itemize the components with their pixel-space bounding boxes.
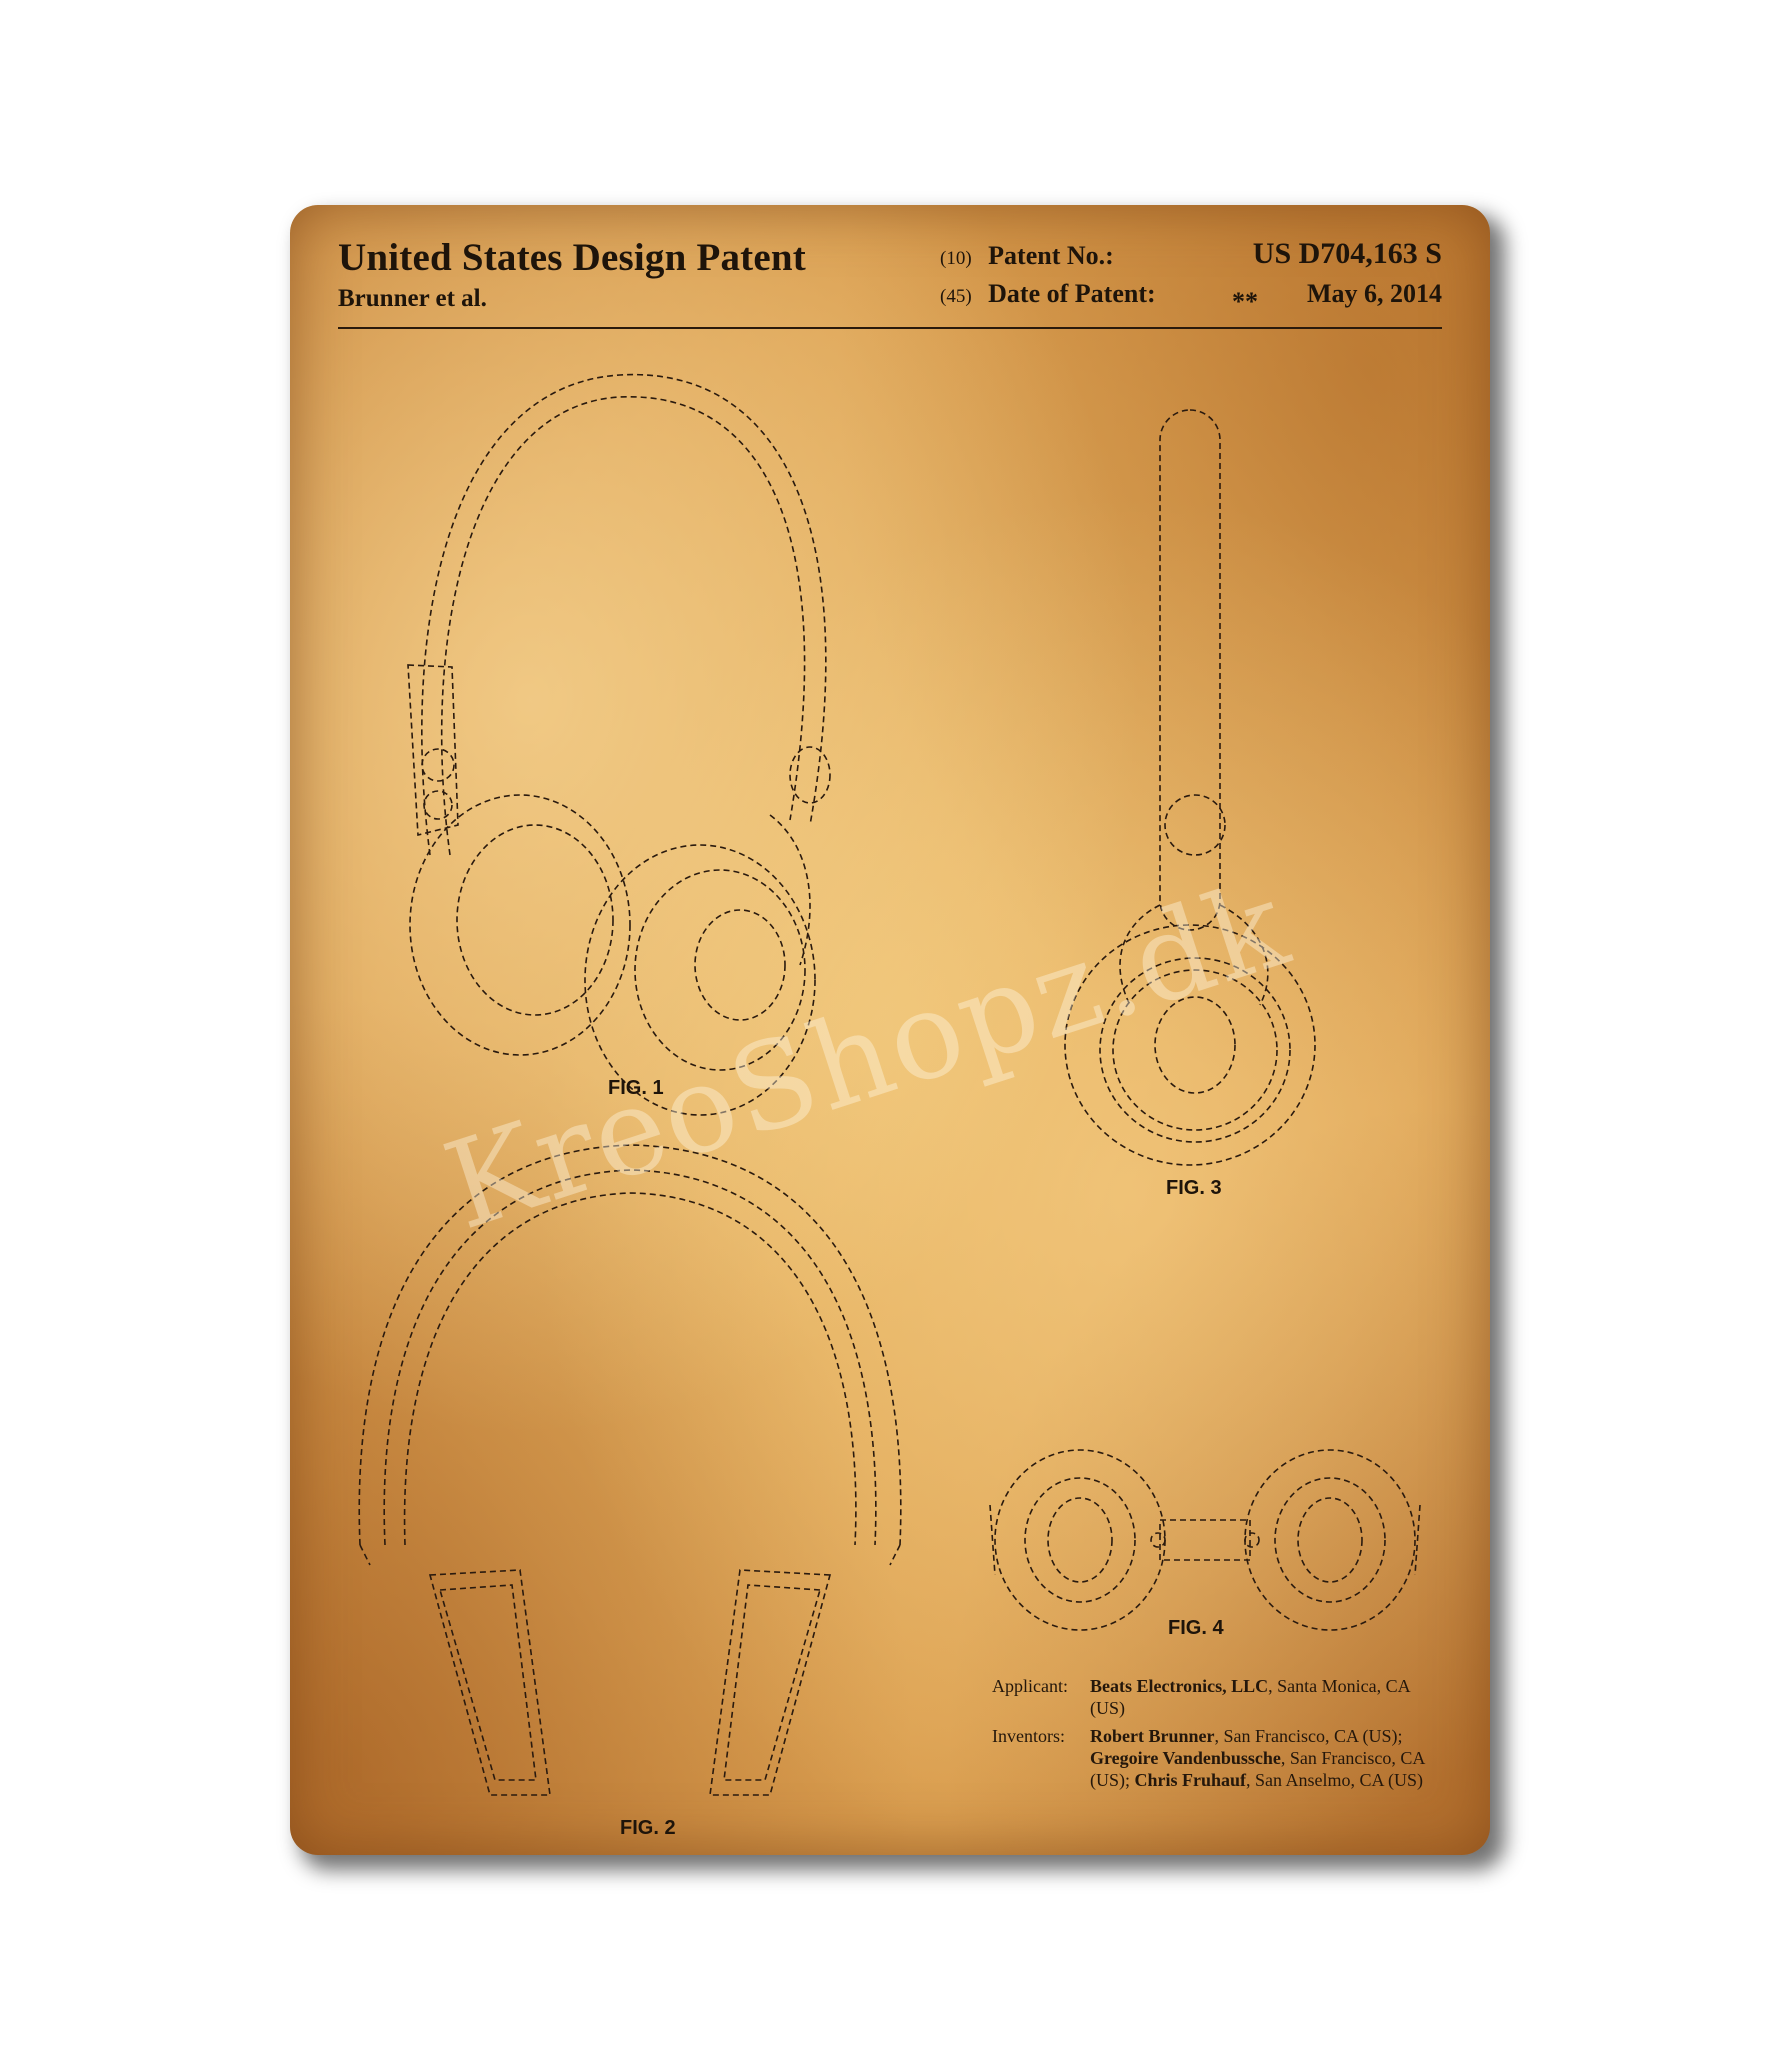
patent-date-value: May 6, 2014 xyxy=(1306,279,1442,308)
patent-title: United States Design Patent xyxy=(338,236,806,279)
patent-plate: United States Design Patent Brunner et a… xyxy=(290,205,1490,1855)
patent-authors: Brunner et al. xyxy=(338,285,487,312)
fig4-label: FIG. 4 xyxy=(1168,1617,1224,1639)
inventors-row: Inventors: Robert Brunner, San Francisco… xyxy=(992,1725,1432,1791)
patent-date-row: (45) Date of Patent: ** May 6, 2014 xyxy=(940,279,1442,317)
inventor1-name: Robert Brunner xyxy=(1090,1726,1215,1746)
patent-number-value: US D704,163 S xyxy=(1252,237,1442,270)
fig3-drawing xyxy=(1064,409,1316,1166)
patent-meta: (10) Patent No.: US D704,163 S (45) Date… xyxy=(940,237,1442,317)
applicant-location: , Santa Monica, CA (US) xyxy=(1090,1676,1410,1718)
inventor1-location: , San Francisco, CA (US); xyxy=(1214,1726,1403,1746)
fig2-label: FIG. 2 xyxy=(620,1817,676,1839)
patent-details: Applicant: Beats Electronics, LLC, Santa… xyxy=(992,1675,1432,1797)
applicant-text: Beats Electronics, LLC, Santa Monica, CA… xyxy=(1090,1676,1410,1718)
patent-date-code: (45) xyxy=(940,286,972,307)
applicant-row: Applicant: Beats Electronics, LLC, Santa… xyxy=(992,1675,1432,1719)
header-rule xyxy=(338,327,1442,329)
patent-number-code: (10) xyxy=(940,248,972,269)
fig3-label: FIG. 3 xyxy=(1166,1177,1222,1199)
patent-date-stars: ** xyxy=(1232,287,1258,316)
fig1-drawing xyxy=(407,373,831,1116)
inventor2-location: , San Francisco, CA (US); xyxy=(1090,1748,1425,1790)
fig1-label: FIG. 1 xyxy=(608,1077,664,1099)
patent-header: United States Design Patent Brunner et a… xyxy=(338,235,1442,325)
inventors-label: Inventors: xyxy=(992,1726,1065,1746)
inventor2-name: Gregoire Vandenbussche xyxy=(1090,1748,1281,1768)
applicant-name: Beats Electronics, LLC xyxy=(1090,1676,1269,1696)
patent-drawings xyxy=(358,373,1421,1796)
fig4-drawing xyxy=(989,1449,1421,1631)
patent-date-label: Date of Patent: xyxy=(988,279,1156,308)
fig2-drawing xyxy=(358,1144,902,1796)
inventor3-name: Chris Fruhauf xyxy=(1134,1770,1247,1790)
patent-number-row: (10) Patent No.: US D704,163 S xyxy=(940,237,1442,279)
inventor3-location: , San Anselmo, CA (US) xyxy=(1246,1770,1424,1790)
patent-number-label: Patent No.: xyxy=(988,241,1114,270)
applicant-label: Applicant: xyxy=(992,1676,1068,1696)
inventors-text: Robert Brunner, San Francisco, CA (US); … xyxy=(1090,1726,1424,1790)
